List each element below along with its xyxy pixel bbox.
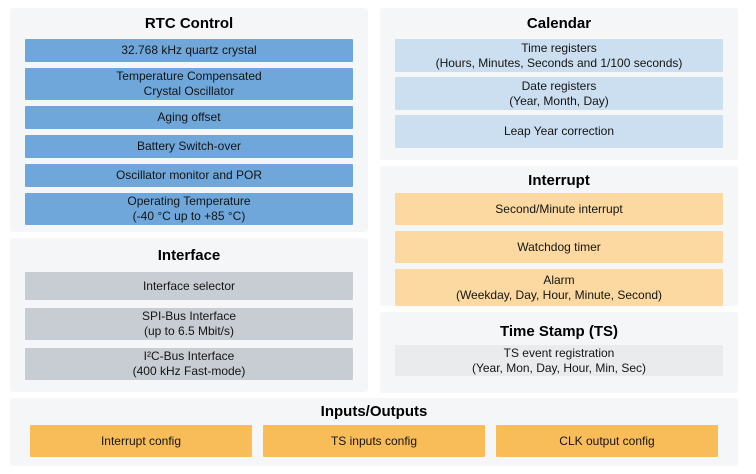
- feature-label: Operating Temperature: [127, 194, 251, 208]
- feature-block-tcxo: Temperature Compensated Crystal Oscillat…: [25, 68, 353, 100]
- feature-block-alarm: Alarm (Weekday, Day, Hour, Minute, Secon…: [395, 269, 723, 306]
- feature-block-ts-event-registration: TS event registration (Year, Mon, Day, H…: [395, 345, 723, 376]
- feature-sublabel: (Year, Month, Day): [509, 93, 609, 108]
- feature-block-interface-selector: Interface selector: [25, 272, 353, 300]
- panel-title-rtc-control: RTC Control: [144, 15, 234, 32]
- panel-title-calendar: Calendar: [526, 15, 592, 32]
- feature-label: TS event registration: [503, 345, 615, 360]
- feature-block-date-registers: Date registers (Year, Month, Day): [395, 77, 723, 110]
- panel-title-interface: Interface: [157, 247, 221, 264]
- feature-sublabel: (up to 6.5 Mbit/s): [143, 324, 235, 338]
- feature-block-aging-offset: Aging offset: [25, 106, 353, 129]
- feature-block-i2c-bus: I²C-Bus Interface (400 kHz Fast-mode): [25, 348, 353, 380]
- panel-inputs-outputs: Inputs/Outputs Interrupt config TS input…: [10, 398, 738, 466]
- feature-label: Aging offset: [157, 110, 221, 124]
- feature-block-ts-inputs-config: TS inputs config: [263, 425, 485, 457]
- panel-rtc-control: RTC Control 32.768 kHz quartz crystal Te…: [10, 8, 368, 232]
- right-column: Calendar Time registers (Hours, Minutes,…: [380, 8, 738, 393]
- feature-label: TS inputs config: [330, 433, 418, 448]
- panel-title-interrupt: Interrupt: [528, 172, 590, 189]
- feature-label: Watchdog timer: [517, 239, 601, 254]
- panel-interface: Interface Interface selector SPI-Bus Int…: [10, 238, 368, 392]
- io-bar-row: Interrupt config TS inputs config CLK ou…: [30, 425, 718, 457]
- feature-block-operating-temperature: Operating Temperature (-40 °C up to +85 …: [25, 193, 353, 225]
- feature-label: Oscillator monitor and POR: [115, 168, 263, 182]
- feature-label: Interface selector: [142, 278, 236, 293]
- feature-label: Battery Switch-over: [136, 139, 242, 153]
- feature-sublabel: (-40 °C up to +85 °C): [132, 209, 246, 223]
- feature-label: Time registers: [521, 40, 597, 55]
- feature-label: Interrupt config: [100, 433, 182, 448]
- feature-sublabel: (Hours, Minutes, Seconds and 1/100 secon…: [435, 55, 683, 70]
- feature-block-oscillator-monitor: Oscillator monitor and POR: [25, 164, 353, 187]
- feature-label: CLK output config: [559, 433, 655, 448]
- feature-label: Temperature Compensated: [116, 69, 262, 83]
- feature-label: I²C-Bus Interface: [143, 349, 235, 363]
- feature-sublabel: (Year, Mon, Day, Hour, Min, Sec): [471, 360, 647, 375]
- panel-title-inputs-outputs: Inputs/Outputs: [320, 403, 428, 420]
- feature-label: Second/Minute interrupt: [495, 201, 623, 216]
- panel-title-time-stamp: Time Stamp (TS): [499, 323, 619, 340]
- feature-label: Alarm: [543, 272, 575, 287]
- columns: RTC Control 32.768 kHz quartz crystal Te…: [10, 8, 738, 393]
- feature-sublabel: Crystal Oscillator: [143, 84, 235, 98]
- feature-block-leap-year: Leap Year correction: [395, 115, 723, 148]
- feature-label: Leap Year correction: [503, 124, 615, 138]
- feature-block-interrupt-config: Interrupt config: [30, 425, 252, 457]
- feature-label: Date registers: [521, 78, 597, 93]
- feature-sublabel: (Weekday, Day, Hour, Minute, Second): [455, 287, 663, 302]
- feature-block-second-minute-interrupt: Second/Minute interrupt: [395, 193, 723, 225]
- feature-sublabel: (400 kHz Fast-mode): [132, 364, 246, 378]
- left-column: RTC Control 32.768 kHz quartz crystal Te…: [10, 8, 368, 393]
- feature-block-quartz-crystal: 32.768 kHz quartz crystal: [25, 39, 353, 62]
- feature-block-battery-switchover: Battery Switch-over: [25, 135, 353, 158]
- feature-block-watchdog-timer: Watchdog timer: [395, 231, 723, 263]
- panel-time-stamp: Time Stamp (TS) TS event registration (Y…: [380, 312, 738, 393]
- panel-calendar: Calendar Time registers (Hours, Minutes,…: [380, 8, 738, 160]
- feature-block-time-registers: Time registers (Hours, Minutes, Seconds …: [395, 39, 723, 72]
- feature-label: 32.768 kHz quartz crystal: [121, 43, 257, 57]
- feature-block-spi-bus: SPI-Bus Interface (up to 6.5 Mbit/s): [25, 308, 353, 340]
- panel-interrupt: Interrupt Second/Minute interrupt Watchd…: [380, 166, 738, 306]
- feature-label: SPI-Bus Interface: [141, 309, 237, 323]
- feature-block-clk-output-config: CLK output config: [496, 425, 718, 457]
